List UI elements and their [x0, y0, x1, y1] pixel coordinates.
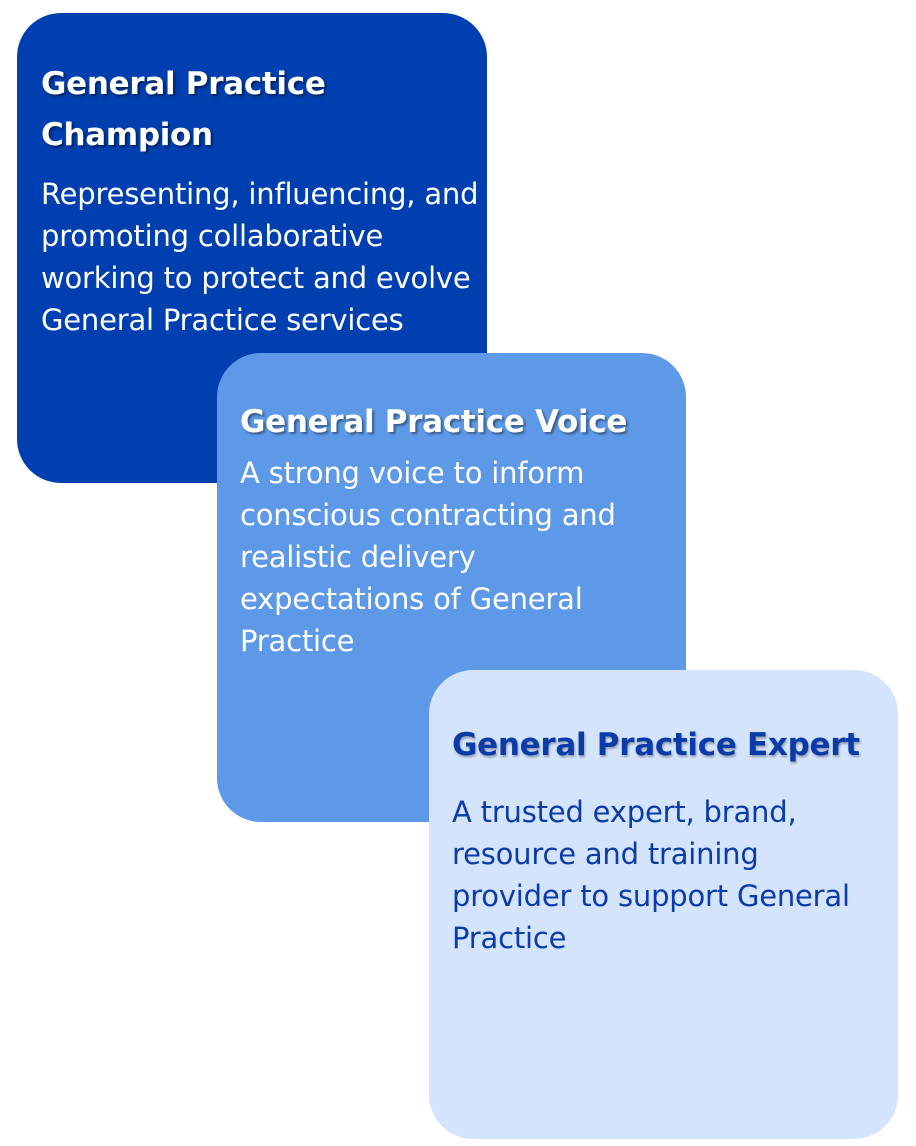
champion-description: Representing, influencing, and promoting… [41, 177, 479, 337]
champion-card: General Practice Champion Representing, … [17, 13, 487, 483]
expert-description: A trusted expert, brand, resource and tr… [452, 795, 850, 955]
expert-card: General Practice Expert A trusted expert… [429, 670, 898, 1139]
champion-title: General Practice Champion [41, 66, 326, 153]
expert-title: General Practice Expert [452, 727, 860, 763]
voice-description: A strong voice to inform conscious contr… [240, 456, 616, 658]
voice-title: General Practice Voice [240, 404, 628, 440]
